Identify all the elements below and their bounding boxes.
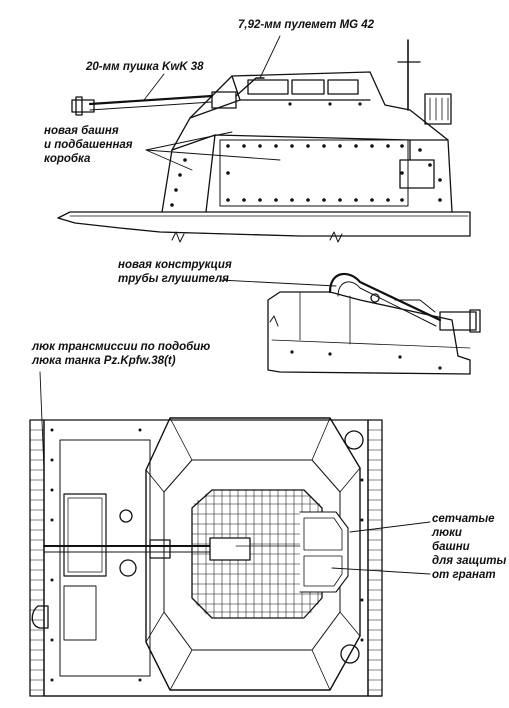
label-mesh-line4: для защиты [432,555,507,567]
label-turret-line1: новая башня [44,125,119,137]
label-machine-gun: 7,92-мм пулемет MG 42 [238,19,375,31]
label-mesh-line5: от гранат [432,569,496,581]
label-muffler-line1: новая конструкция [118,259,232,271]
label-mesh-line1: сетчатые [432,513,495,525]
label-mesh-line2: люки [432,527,462,539]
label-turret: новая башня и подбашенная коробка [44,124,133,166]
top-view-drawing [29,417,383,697]
label-hatch-line1: люк трансмиссии по подобию [32,341,211,353]
side-view-drawing [57,39,471,243]
label-gun: 20-мм пушка KwK 38 [86,61,204,73]
label-turret-line2: и подбашенная [44,139,133,151]
label-turret-line3: коробка [44,153,91,165]
label-transmission-hatch: люк трансмиссии по подобию люка танка Pz… [32,340,210,368]
muffler-detail-drawing [267,272,481,375]
label-mesh-hatches: сетчатые люки башни для защиты от гранат [432,512,506,582]
label-hatch-line2: люка танка Pz.Kpfw.38(t) [32,355,176,367]
label-muffler-line2: трубы глушителя [118,273,229,285]
label-muffler: новая конструкция трубы глушителя [118,258,232,286]
label-mesh-line3: башни [432,541,470,553]
